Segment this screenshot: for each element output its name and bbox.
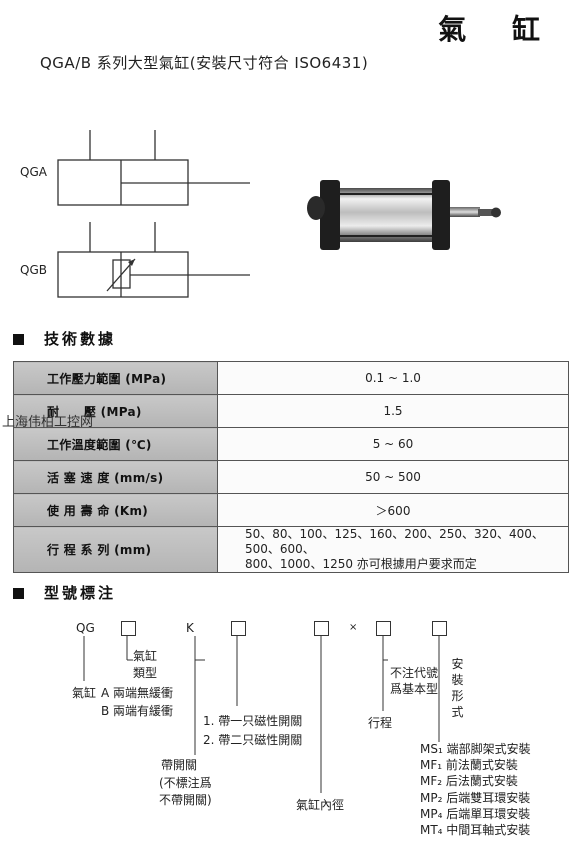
table-row: 行 程 系 列 (mm)50、80、100、125、160、200、250、32… [13, 526, 569, 573]
tech-data-heading: 技術數據 [13, 328, 116, 349]
model-box-stroke [376, 621, 391, 636]
option-b: B 兩端有緩衝 [101, 704, 174, 718]
model-box-bore [314, 621, 329, 636]
qga-label: QGA [20, 165, 47, 179]
page-title: 氣 缸 [438, 13, 558, 46]
list-item: MP₂ 后端雙耳環安裝 [420, 790, 531, 805]
tech-data-table: 工作壓力範圍 (MPa)0.1 ~ 1.0 耐 壓 (MPa)1.5 工作溫度範… [13, 361, 569, 573]
cylinder-type-label-2: 類型 [133, 666, 158, 680]
adjustable-arrow-icon [128, 259, 135, 266]
switch-option-2: 2. 帶二只磁性開關 [203, 733, 303, 747]
list-item: MF₁ 前法蘭式安裝 [420, 758, 518, 773]
list-item: MS₁ 端部脚架式安裝 [420, 742, 531, 756]
cylinder-type-label-1: 氣缸 [133, 649, 158, 663]
table-row: 活 塞 速 度 (mm/s)50 ~ 500 [13, 460, 569, 494]
list-item: MP₄ 后端單耳環安裝 [420, 806, 531, 821]
stroke-label: 行程 [368, 716, 393, 730]
model-box-switch [231, 621, 246, 636]
model-notation-heading: 型號標注 [13, 582, 116, 603]
model-k: K [186, 621, 194, 635]
option-a: A 兩端無緩衝 [101, 686, 174, 700]
list-item: MT₄ 中間耳軸式安裝 [420, 823, 531, 838]
table-row: 工作壓力範圍 (MPa)0.1 ~ 1.0 [13, 361, 569, 395]
list-item: MF₂ 后法蘭式安裝 [420, 774, 518, 789]
table-row: 耐 壓 (MPa)1.5 [13, 394, 569, 428]
with-switch-label: 帶開關 [161, 758, 198, 772]
model-box-mount [432, 621, 447, 636]
mount-type-label: 安 裝 形 式 [451, 657, 464, 719]
unmarked-note-2: 不帶開關) [159, 793, 212, 807]
switch-option-1: 1. 帶一只磁性開關 [203, 714, 303, 728]
table-row: 使 用 壽 命 (Km)＞600 [13, 493, 569, 527]
model-times: × [349, 622, 358, 633]
watermark-text: 上海伟柏工控网 [2, 415, 94, 430]
qgb-label: QGB [20, 263, 47, 277]
table-row: 工作溫度範圍 (℃)5 ~ 60 [13, 427, 569, 461]
cylinder-label: 氣缸 [72, 686, 97, 700]
basic-type-note-1: 不注代號 [390, 666, 439, 680]
basic-type-note-2: 爲基本型 [390, 682, 439, 696]
model-box-type [121, 621, 136, 636]
mount-options-list: MS₁ 端部脚架式安裝 MF₁ 前法蘭式安裝 MF₂ 后法蘭式安裝 MP₂ 后端… [420, 741, 531, 838]
cylinder-photo [307, 180, 501, 250]
series-subtitle: QGA/B 系列大型氣缸(安裝尺寸符合 ISO6431) [40, 54, 369, 72]
cylinder-symbol-diagram [57, 130, 250, 298]
unmarked-note-1: (不標注爲 [159, 776, 212, 790]
bore-label: 氣缸內徑 [296, 798, 345, 812]
model-prefix: QG [76, 621, 95, 635]
